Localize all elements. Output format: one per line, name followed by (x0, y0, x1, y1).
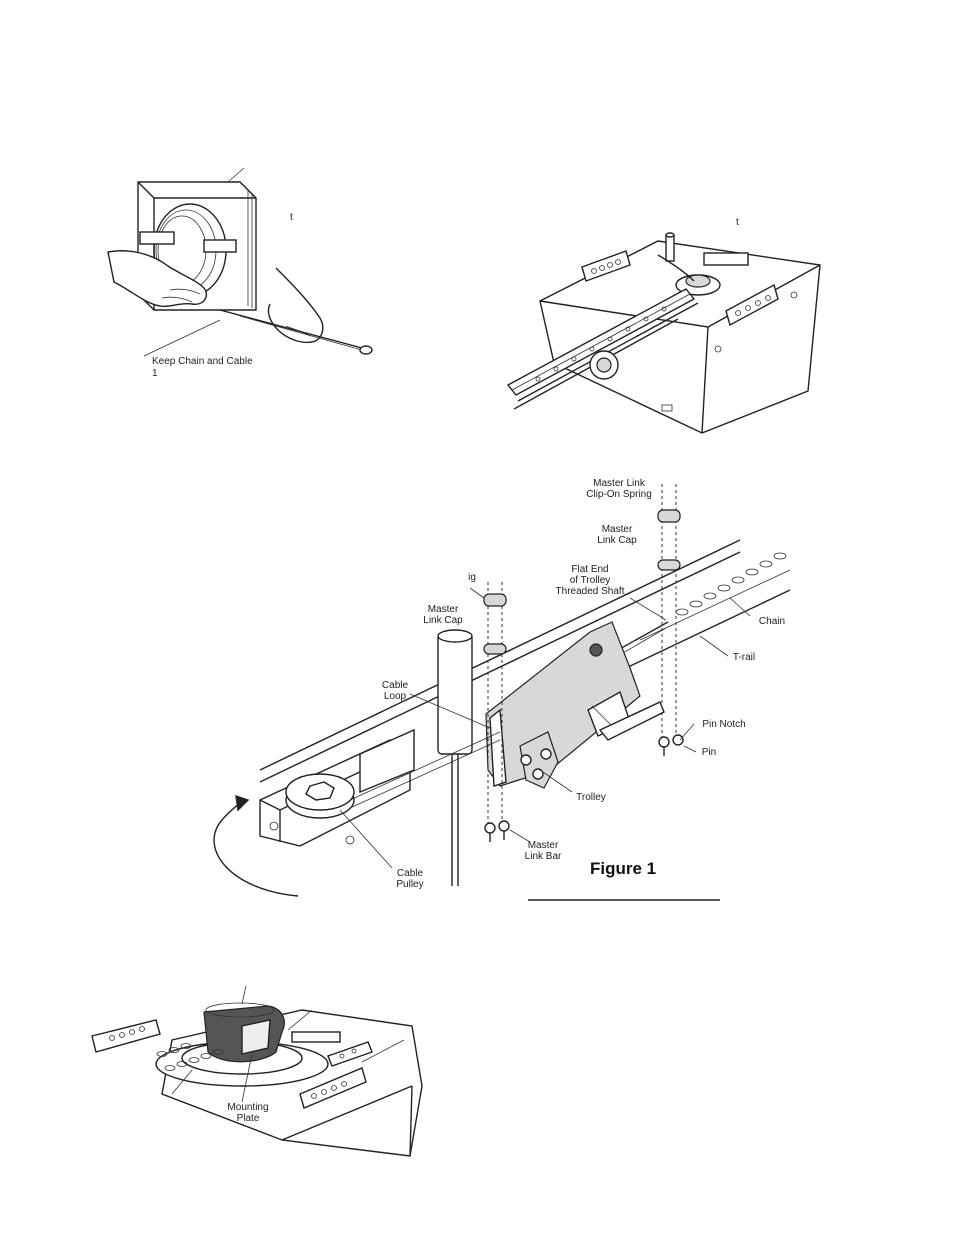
label-mounting-plate: Mounting Plate (218, 1102, 278, 1124)
label-master-link-cap-left: Master Link Cap (408, 604, 478, 626)
figure-opener-head-illustration: t (508, 215, 820, 435)
label-keep-continued: 1 (152, 368, 158, 379)
label-fragment-ig: ig (462, 572, 482, 583)
label-master-link-bar: Master Link Bar (510, 840, 576, 862)
label-keep-chain-and-cable: Keep Chain and Cable (152, 356, 253, 367)
opener-head-drawing (508, 215, 820, 435)
label-master-link-clip-on-spring: Master Link Clip-On Spring (584, 478, 654, 500)
label-pin: Pin (694, 747, 724, 758)
label-chain: Chain (752, 616, 792, 627)
label-cable-pulley: Cable Pulley (380, 868, 440, 890)
figure-mounting-plate-illustration: Mounting Plate (92, 990, 442, 1160)
label-pin-notch: Pin Notch (694, 719, 754, 730)
trolley-assembly-drawing (200, 470, 800, 910)
label-t-rail: T-rail (722, 652, 766, 663)
label-top-a: t (290, 212, 293, 223)
label-cable-loop: Cable Loop (370, 680, 420, 702)
figure-1-title: Figure 1 (590, 859, 656, 879)
label-flat-end-of-trolley-threaded-shaft: Flat End of Trolley Threaded Shaft (540, 564, 640, 597)
figure-1-trolley-assembly: Master Link Clip-On Spring Master Link C… (200, 470, 800, 910)
label-trolley: Trolley (566, 792, 616, 803)
label-top-b: t (736, 217, 739, 228)
label-master-link-cap-right: Master Link Cap (582, 524, 652, 546)
figure-spool-illustration: t Keep Chain and Cable 1 (100, 170, 400, 390)
mounting-plate-drawing (92, 990, 442, 1160)
